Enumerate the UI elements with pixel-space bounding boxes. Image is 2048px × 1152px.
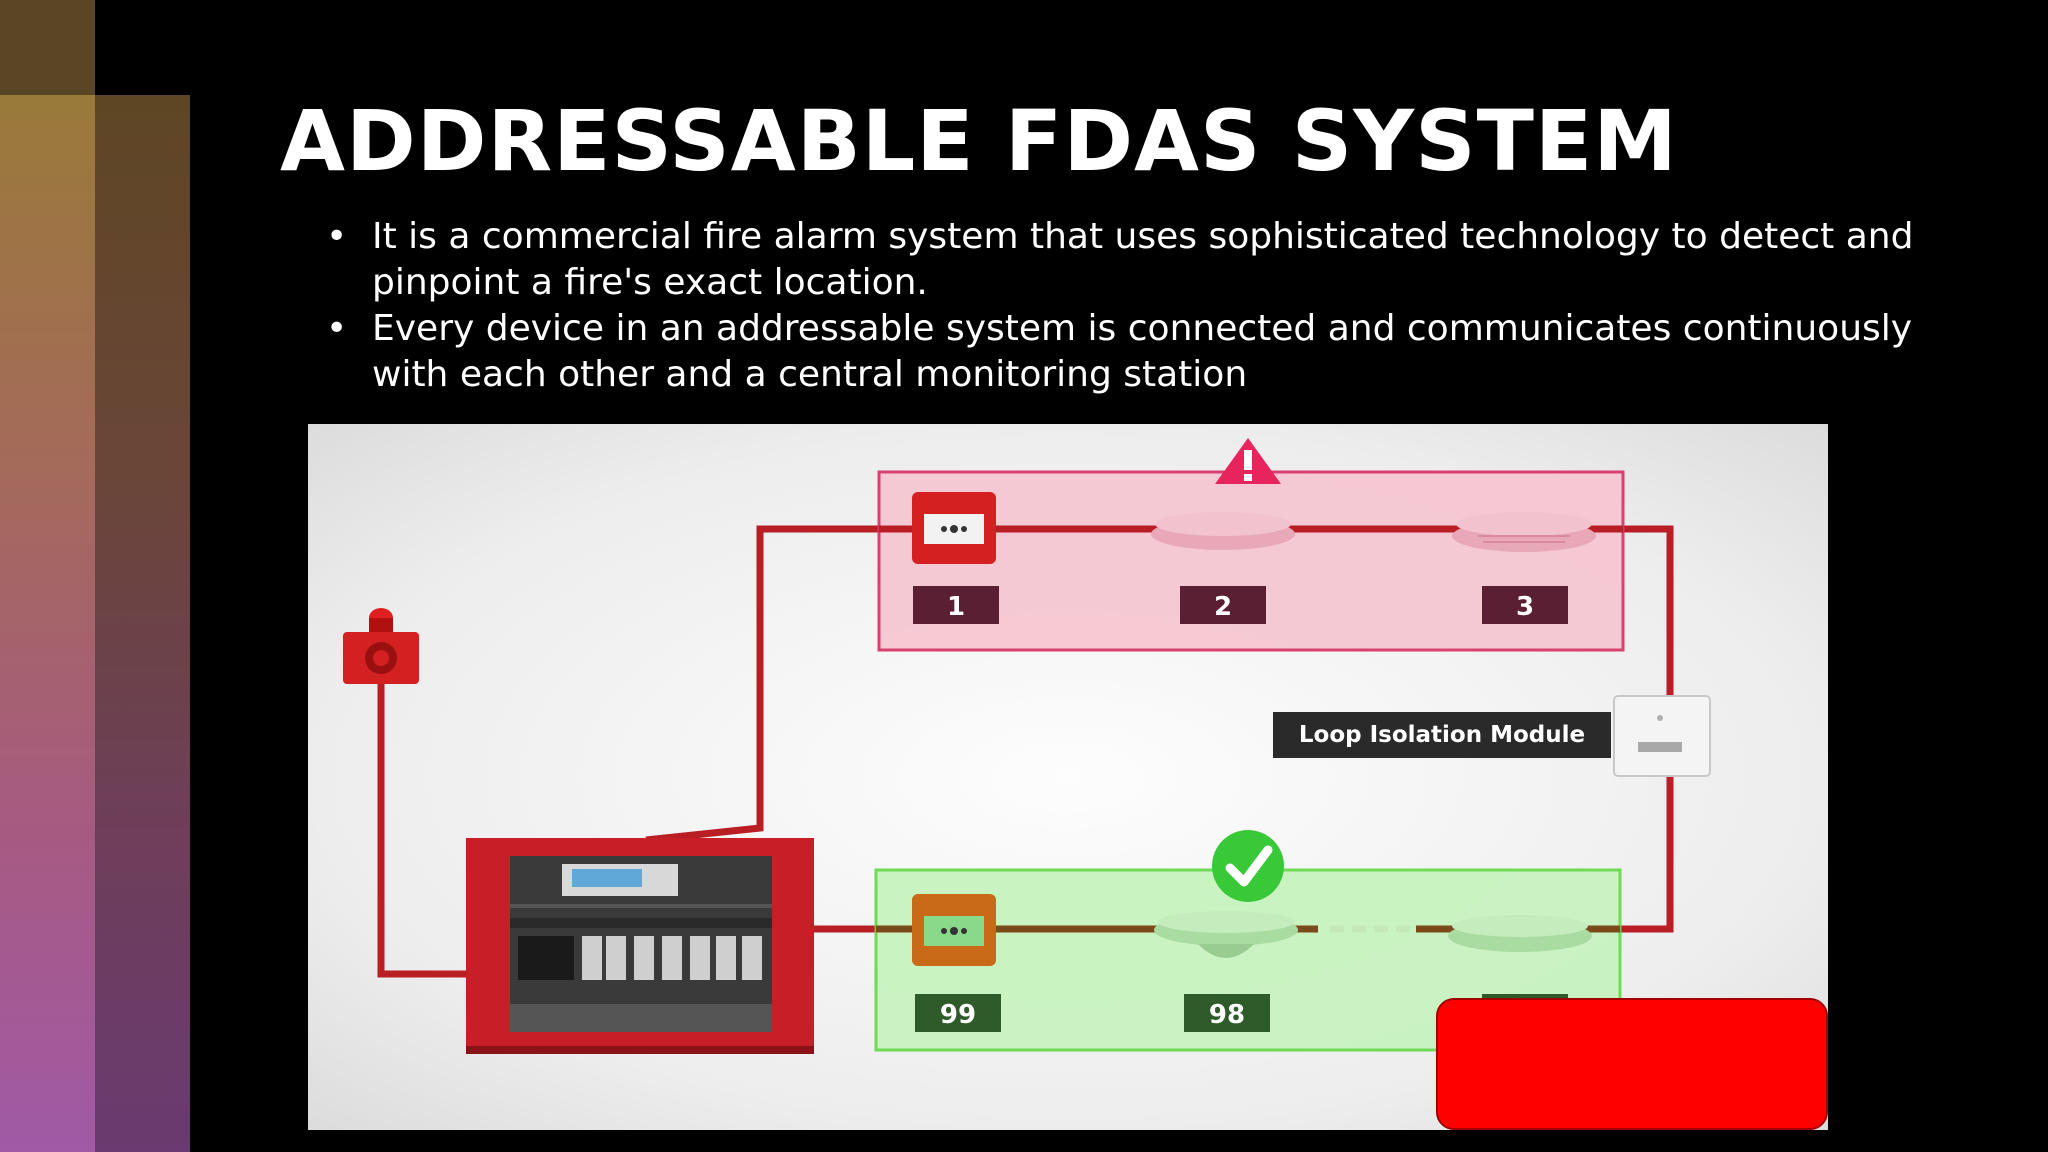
device-number: 1	[947, 592, 965, 622]
smoke-detector-icon	[1151, 512, 1295, 550]
manual-call-point-icon	[912, 492, 996, 564]
smoke-detector-icon	[1452, 512, 1596, 552]
smoke-detector-icon	[1448, 915, 1592, 952]
bullet-list: • It is a commercial fire alarm system t…	[318, 214, 1938, 398]
loop-wire-upper	[645, 525, 1674, 844]
device-number: 99	[940, 1000, 976, 1030]
bullet-text: Every device in an addressable system is…	[372, 308, 1913, 395]
bullet-symbol: •	[326, 216, 348, 257]
decor-bar-left	[0, 95, 95, 1152]
fdas-loop-diagram: 1 2 3	[308, 424, 1828, 1130]
bullet-item: • It is a commercial fire alarm system t…	[318, 214, 1938, 306]
overlay-red-box	[1436, 998, 1828, 1130]
sounder-beacon-icon	[343, 608, 419, 684]
warning-icon	[1215, 438, 1281, 484]
device-tag: 99	[915, 994, 1001, 1032]
bullet-item: • Every device in an addressable system …	[318, 306, 1938, 398]
heat-detector-icon	[1154, 911, 1298, 958]
device-number: 2	[1214, 592, 1232, 622]
decor-block-top	[0, 0, 95, 95]
device-tag: 98	[1184, 994, 1270, 1032]
device-tag: 1	[913, 586, 999, 624]
device-number: 3	[1516, 592, 1534, 622]
fire-alarm-control-panel	[466, 838, 814, 1054]
decor-bar-mid	[95, 95, 190, 1152]
checkmark-icon	[1212, 830, 1284, 902]
device-tag: 3	[1482, 586, 1568, 624]
sounder-wire	[377, 682, 466, 978]
isolation-module-label: Loop Isolation Module	[1273, 712, 1611, 758]
bullet-text: It is a commercial fire alarm system tha…	[372, 216, 1914, 303]
device-number: 98	[1209, 1000, 1245, 1030]
isolation-module-icon	[1613, 695, 1711, 777]
manual-call-point-icon	[912, 894, 996, 966]
slide-title: ADDRESSABLE FDAS SYSTEM	[280, 92, 1678, 190]
bullet-symbol: •	[326, 308, 348, 349]
device-tag: 2	[1180, 586, 1266, 624]
